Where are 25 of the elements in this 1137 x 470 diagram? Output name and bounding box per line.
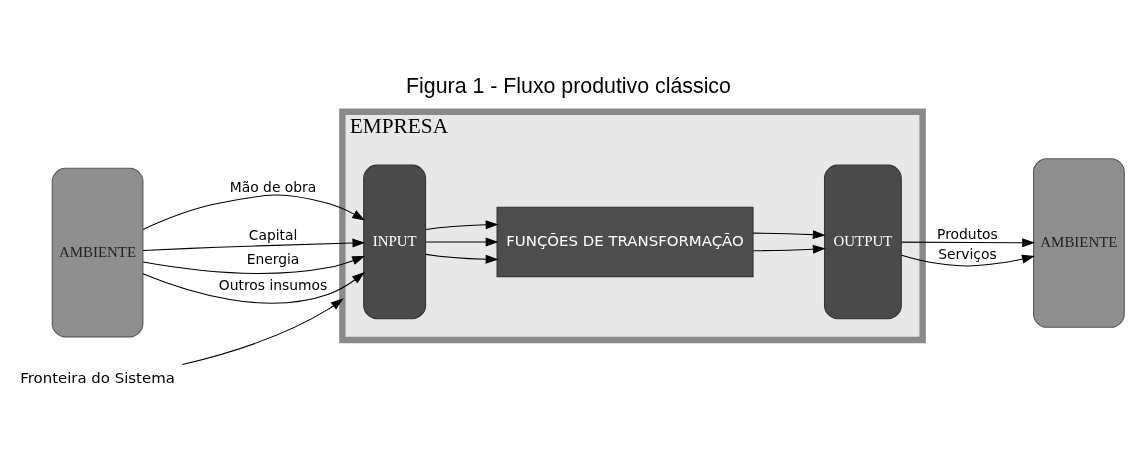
node-box: AMBIENTE: [1033, 158, 1125, 328]
arrow: [142, 272, 365, 304]
edge-label: Energia: [246, 250, 300, 267]
edge-label: Capital: [248, 227, 298, 244]
edge-label: Mão de obra: [229, 179, 317, 196]
arrow: [142, 194, 366, 230]
node-box: AMBIENTE: [51, 167, 144, 338]
node-box: INPUT: [363, 164, 427, 320]
arrow: [425, 220, 499, 231]
arrow: [425, 237, 499, 247]
edge-label: Serviços: [938, 246, 997, 263]
arrow: [752, 244, 826, 254]
node-text: Fronteira do Sistema: [20, 369, 175, 388]
arrow: [901, 254, 1035, 267]
edge-label: Produtos: [937, 226, 998, 243]
node-box: FUNÇÕES DE TRANSFORMAÇÃO: [496, 206, 754, 278]
arrow: [752, 230, 826, 240]
arrow: [425, 253, 499, 264]
edge-label: Outros insumos: [218, 277, 328, 294]
arrow: [142, 255, 365, 274]
arrow: [901, 238, 1036, 248]
arrow: [142, 238, 366, 251]
node-box: OUTPUT: [823, 164, 902, 320]
arrow: [181, 298, 344, 366]
diagram-title: Figura 1 - Fluxo produtivo clássico: [406, 73, 731, 98]
